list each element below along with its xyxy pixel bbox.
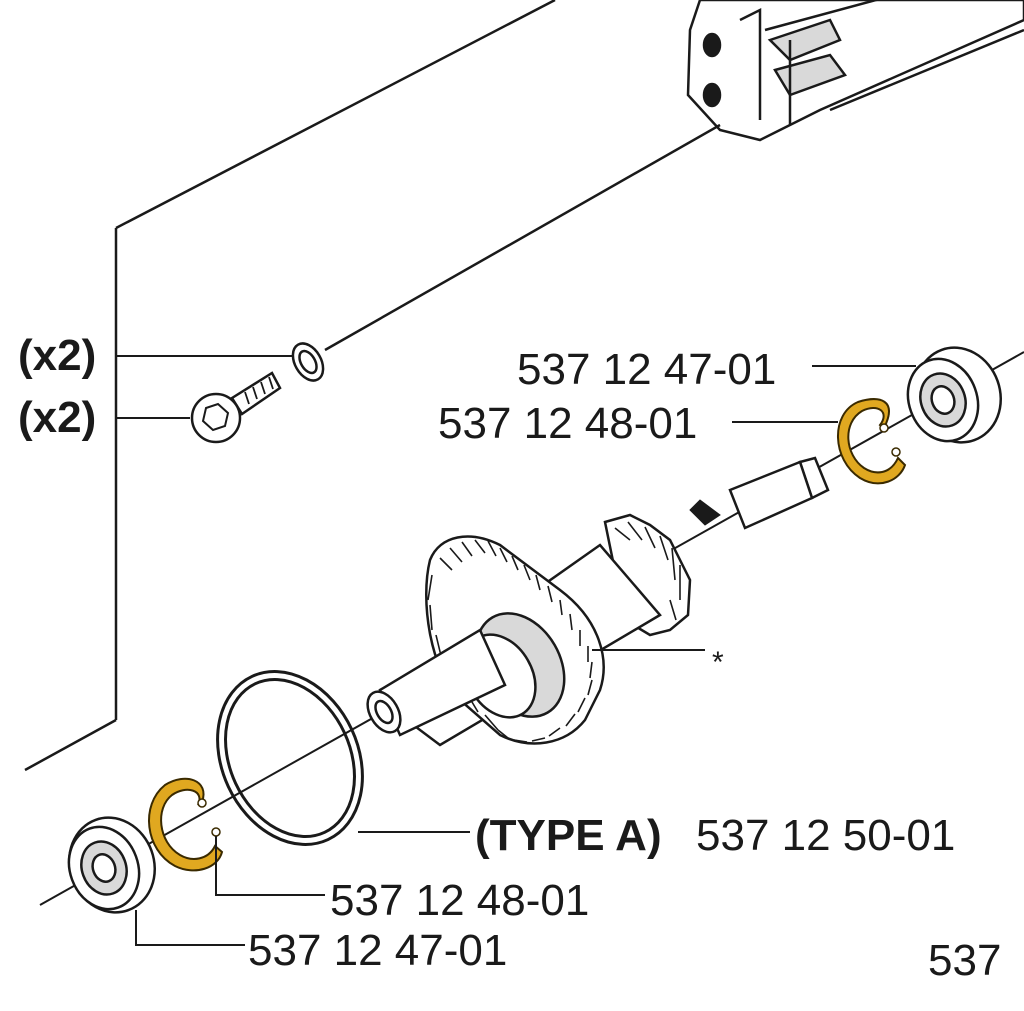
frame-outline-lines [24, 0, 721, 772]
label-circlip-left: 537 12 48-01 [330, 876, 589, 925]
label-bearing-left: 537 12 47-01 [248, 926, 507, 975]
circlip-right [837, 398, 907, 485]
bearing-left [67, 816, 156, 914]
bearing-right [906, 346, 1002, 444]
gear-shaft-assembly [366, 456, 830, 747]
label-asterisk: * [712, 646, 724, 679]
lock-ring [291, 342, 325, 382]
circlip-left [148, 777, 224, 872]
label-circlip-right: 537 12 48-01 [438, 399, 697, 448]
qty-label-ring: (x2) [18, 331, 96, 380]
qty-label-screw: (x2) [18, 393, 96, 442]
label-cut-off: 537 [928, 936, 1001, 985]
hex-screw [190, 371, 282, 444]
label-bearing-right: 537 12 47-01 [517, 345, 776, 394]
o-ring [216, 670, 364, 846]
leader-lines [116, 355, 916, 946]
label-oring-part: 537 12 50-01 [696, 811, 955, 860]
label-oring-type: (TYPE A) [475, 811, 662, 860]
frame-bracket [686, 0, 1024, 142]
